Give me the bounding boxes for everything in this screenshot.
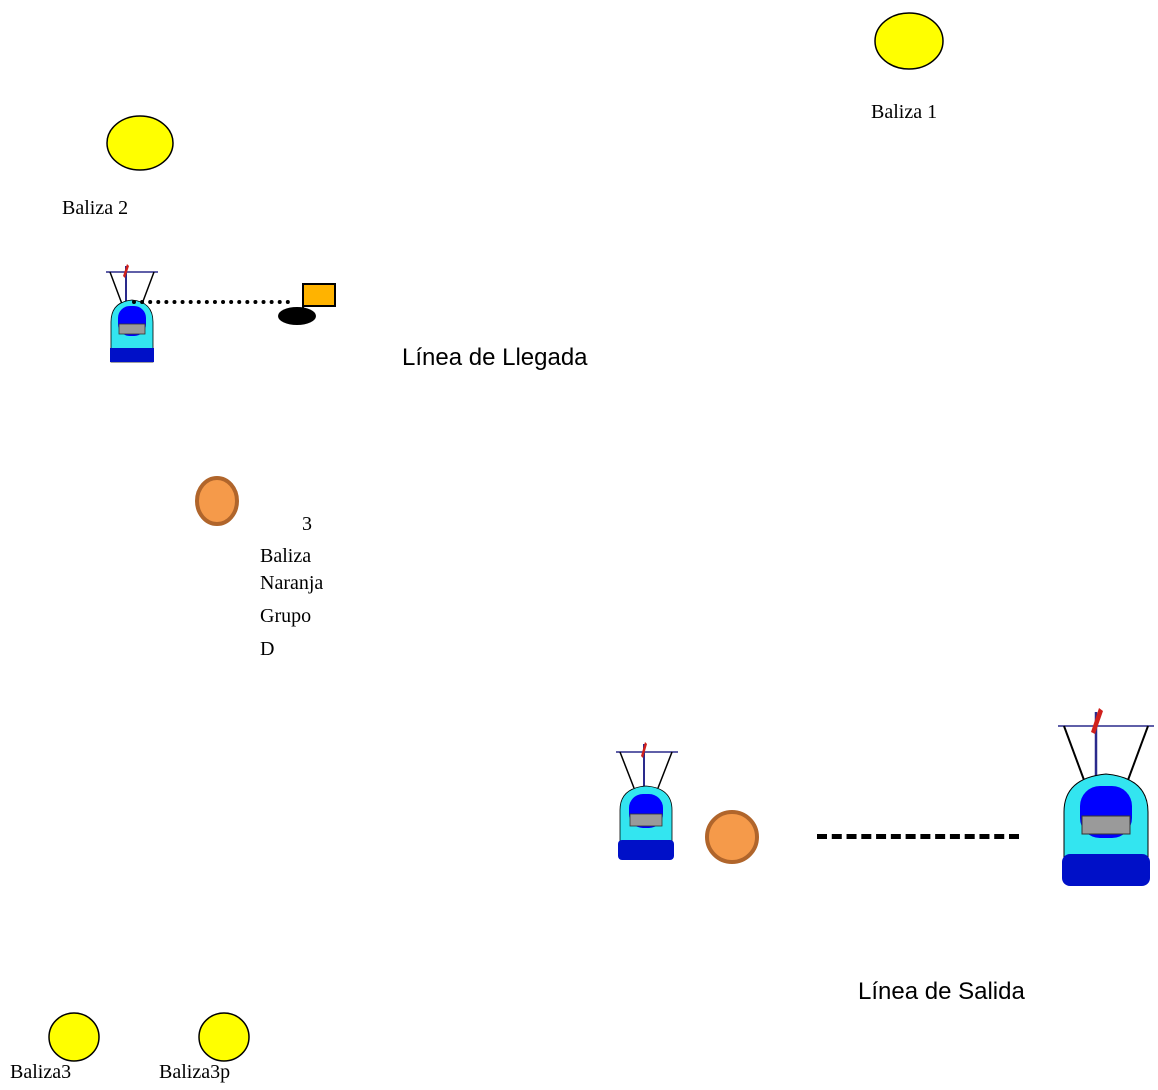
start-line-dashed: [817, 834, 1019, 839]
baliza-naranja-orange-buoy-icon: [195, 476, 239, 526]
finish-line-label: Línea de Llegada: [402, 344, 588, 371]
baliza-naranja-word-1: Baliza: [260, 545, 312, 567]
baliza-3p-yellow-buoy-icon: [198, 1012, 250, 1062]
baliza-2-label: Baliza 2: [62, 197, 129, 219]
finish-flag-buoy-icon: [278, 283, 336, 325]
baliza-naranja-number: 3: [302, 513, 312, 535]
baliza-2-yellow-buoy-icon: [106, 115, 174, 171]
baliza-3-label: Baliza3: [10, 1061, 72, 1083]
start-line-label: Línea de Salida: [858, 978, 1025, 1005]
start-small-sailboat-icon: [616, 742, 678, 860]
baliza-3-yellow-buoy-icon: [48, 1012, 100, 1062]
baliza-3p-label: Baliza3p: [159, 1061, 231, 1083]
finish-committee-sailboat-icon: [106, 264, 158, 363]
start-large-sailboat-icon: [1058, 708, 1154, 886]
baliza-naranja-word-4: D: [260, 638, 275, 660]
baliza-1-label: Baliza 1: [871, 101, 938, 123]
baliza-1-yellow-buoy-icon: [874, 12, 944, 70]
finish-line-dotted: [132, 300, 290, 304]
start-orange-buoy-icon: [705, 810, 759, 864]
baliza-naranja-word-2: Naranja: [260, 572, 324, 594]
baliza-naranja-word-3: Grupo: [260, 605, 312, 627]
